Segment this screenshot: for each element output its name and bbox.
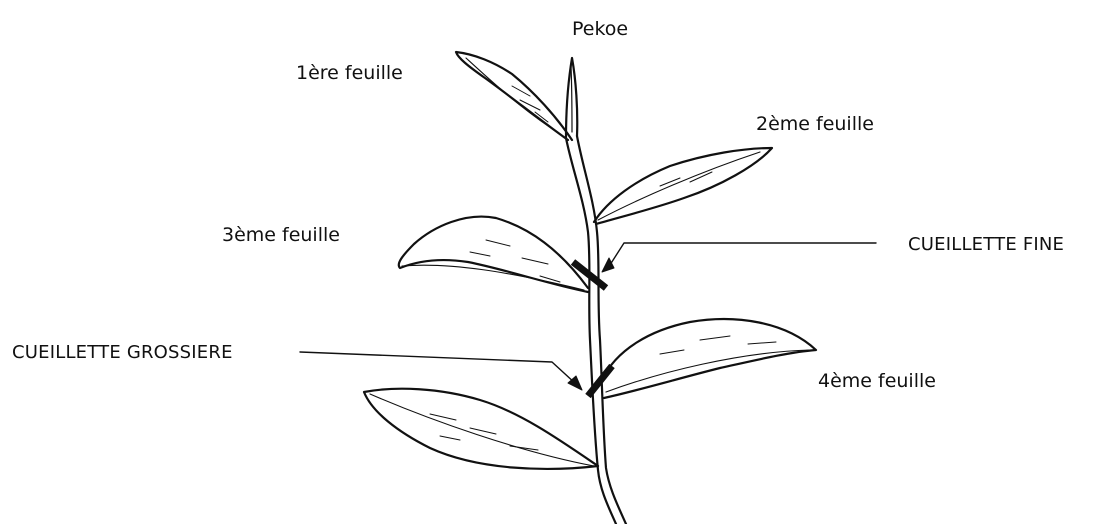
coarse-picking-label: CUEILLETTE GROSSIERE [12, 344, 233, 362]
third-leaf [399, 217, 588, 292]
third-leaf-label: 3ème feuille [222, 226, 340, 245]
fine-picking-arrow [602, 243, 876, 272]
second-leaf-label: 2ème feuille [756, 115, 874, 134]
coarse-picking-arrow [300, 352, 582, 390]
fourth-leaf-label: 4ème feuille [818, 372, 936, 391]
pekoe-bud [566, 58, 577, 138]
lower-leaf [364, 389, 598, 469]
fine-picking-label: CUEILLETTE FINE [908, 236, 1064, 254]
first-leaf-label: 1ère feuille [296, 64, 403, 83]
fourth-leaf [602, 319, 816, 398]
pekoe-label: Pekoe [572, 20, 628, 39]
first-leaf [456, 52, 572, 140]
second-leaf [594, 148, 772, 224]
